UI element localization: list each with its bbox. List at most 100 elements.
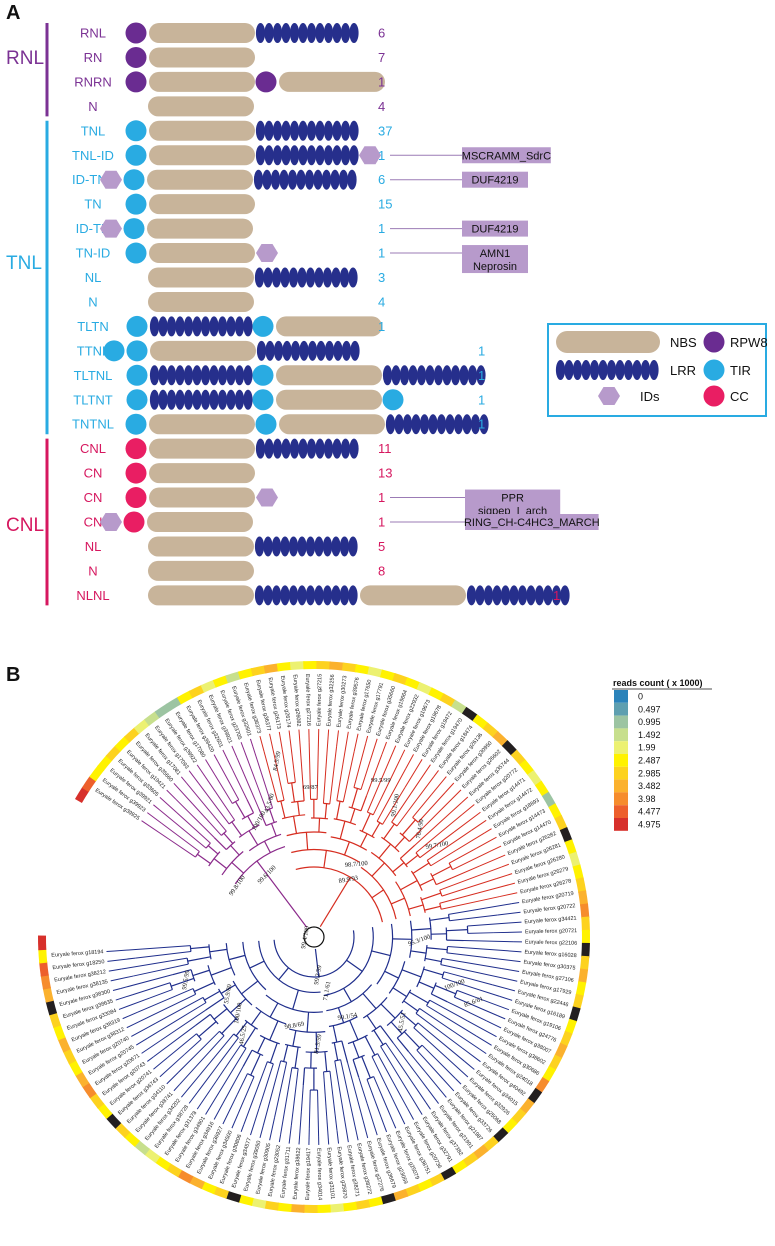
twig [448,847,477,864]
ring-segment [114,735,131,752]
ring-segment [48,1011,61,1028]
id-domain [256,488,278,507]
leaf-branch [362,1120,369,1139]
row-label: TLTNT [73,392,113,407]
clade-stem [333,1042,339,1061]
support-value: 85.6/61 [463,996,484,1009]
leaf-branch [497,911,521,916]
ring-segment [461,706,479,722]
ring-segment [527,1087,543,1105]
twig [366,1079,382,1118]
clade-stem [268,808,275,823]
twig [392,1042,429,1090]
row-label: TNL [81,123,106,138]
clade-stem [401,969,422,978]
row-label: RNL [80,26,106,41]
clade-stem [429,916,450,921]
ring-segment [559,1030,573,1048]
ring-segment [154,1155,171,1171]
clade-stem [170,977,195,987]
leaf-branch [115,994,134,1001]
twig [215,791,235,821]
ring-segment [38,935,47,951]
twig [159,809,207,849]
clade-arc [291,848,360,863]
leaf-label: Euryale ferox g20721 [525,928,577,935]
ring-segment [276,661,293,672]
leaf-branch [475,1035,492,1046]
leaf-branch [326,1116,330,1145]
id-annotation-text: RING_CH-C4HC3_MARCH [464,517,600,529]
clade-stem [383,823,395,840]
clade-stem [371,822,381,837]
nbs-domain [279,414,385,435]
leaf-branch [392,1098,406,1125]
twig [274,1062,288,1118]
ring-segment [564,839,577,856]
twig [419,1008,480,1050]
clade-stem [294,1046,299,1069]
twig [167,1033,197,1059]
ring-segment [416,1178,433,1193]
ring-segment [439,1166,457,1181]
nbs-domain [149,243,255,264]
clade-stem [247,815,255,829]
row-label: TLTN [77,319,109,334]
twig [114,945,191,952]
leaf-branch [493,931,522,934]
clade-stem [341,1040,349,1063]
clade-stem [249,960,265,969]
row-count: 4 [378,99,385,114]
twig [177,1030,220,1073]
leaf-label: Euryale ferox g20722 [523,903,576,915]
group-label: CNL [6,515,44,536]
color-scale-label: 0.995 [638,717,661,727]
leaf-branch [159,796,178,814]
leaf-branch [317,729,320,758]
clade-stem [403,1000,419,1012]
lrr-domain [149,316,253,337]
twig [300,1085,304,1112]
clade-stem [228,954,246,961]
clade-stem [230,845,240,856]
color-scale-label: 4.975 [638,820,661,830]
leaf-branch [461,1047,481,1063]
leaf-branch [250,1108,260,1136]
leaf-branch [118,997,151,1010]
row-label: TNL-ID [72,148,114,163]
ring-segment [62,1047,77,1065]
id-annotation-box [465,514,599,530]
id-annotation-text: DUF4219 [471,175,518,187]
leaf-branch [166,789,177,800]
leaf-branch [489,845,502,853]
twig [358,1077,368,1104]
twig [329,746,338,805]
clade-stem [423,968,444,976]
twig [414,802,463,846]
clade-stem [394,836,406,849]
row-label: CN [84,490,103,505]
leaf-label: Euryale ferox g31101 [325,1147,335,1199]
leaf-branch [511,901,520,905]
leaf-branch [135,1037,148,1046]
clade-stem [210,967,232,976]
leaf-branch [496,873,513,879]
row-label: RNRN [74,74,112,89]
leaf-branch [196,764,217,793]
color-scale-label: 3.98 [638,794,656,804]
leaf-branch [380,1116,388,1133]
nbs-domain [149,487,255,508]
support-value: 99.5/99 [371,777,391,784]
ring-segment [97,754,113,772]
leaf-branch [336,1130,340,1144]
row-label: CN [84,515,103,530]
clade-stem [242,1049,253,1067]
id-domain [359,146,381,165]
leaf-branch [222,749,234,771]
leaf-branch [231,745,238,759]
ring-segment [105,1112,122,1129]
